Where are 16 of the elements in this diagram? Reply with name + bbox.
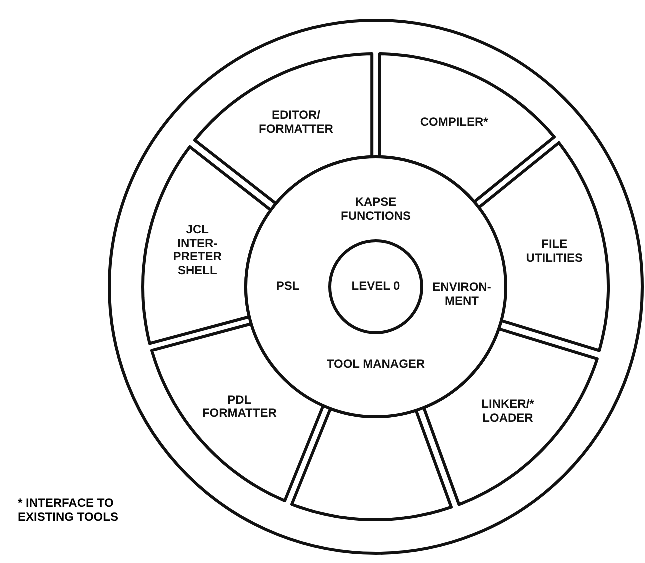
core-label: TOOL MANAGER [326, 358, 426, 372]
ring-segment [150, 322, 326, 504]
ring-segment [141, 144, 274, 346]
center-circle [328, 239, 424, 335]
segment-label: JCL INTER- PRETER SHELL [172, 223, 223, 278]
core-label: KAPSE FUNCTIONS [340, 196, 412, 224]
segment-label: LINKER/* LOADER [480, 398, 536, 426]
center-label: LEVEL 0 [350, 280, 402, 294]
ring-segment [290, 406, 454, 522]
segment-label: COMPILER* [419, 116, 490, 130]
segment-label: PDL FORMATTER [201, 394, 278, 422]
segment-label: EDITOR/ FORMATTER [258, 110, 334, 138]
segment-label: FILE UTILITIES [525, 238, 584, 266]
core-label: ENVIRON- MENT [432, 281, 492, 309]
footnote: * INTERFACE TO EXISTING TOOLS [18, 497, 120, 525]
core-label: PSL [275, 280, 301, 294]
